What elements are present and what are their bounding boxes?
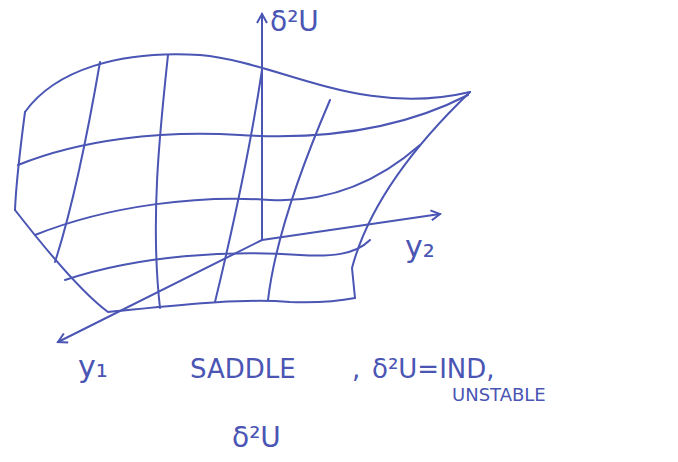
axis-label: y₁: [78, 352, 108, 382]
axis-label: δ²U: [270, 8, 319, 36]
axis-label: y₂: [405, 232, 435, 262]
note-text: ,: [352, 356, 360, 382]
note-text: SADDLE: [190, 356, 296, 382]
note-text: UNSTABLE: [452, 386, 546, 404]
note-text: δ²U=IND,: [372, 356, 495, 382]
note-text: δ²U: [232, 424, 281, 452]
